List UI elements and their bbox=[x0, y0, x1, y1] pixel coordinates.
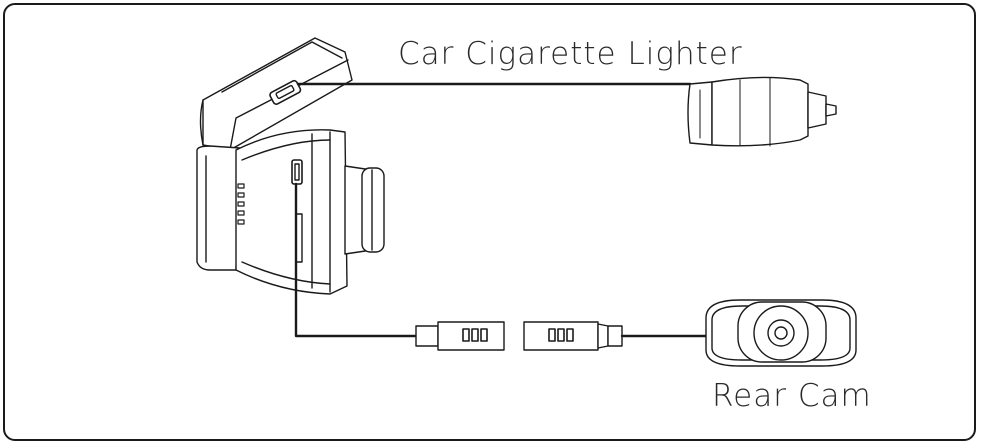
diagram-frame bbox=[3, 3, 976, 441]
label-rear-cam: Rear Cam bbox=[712, 378, 872, 414]
extension-connector-left bbox=[415, 321, 505, 351]
rear-camera bbox=[705, 299, 857, 367]
dash-cam bbox=[196, 37, 385, 295]
rear-cable bbox=[294, 182, 418, 338]
car-charger bbox=[687, 76, 837, 147]
label-car-cigarette-lighter: Car Cigarette Lighter bbox=[398, 36, 743, 72]
extension-connector-right bbox=[523, 321, 623, 351]
